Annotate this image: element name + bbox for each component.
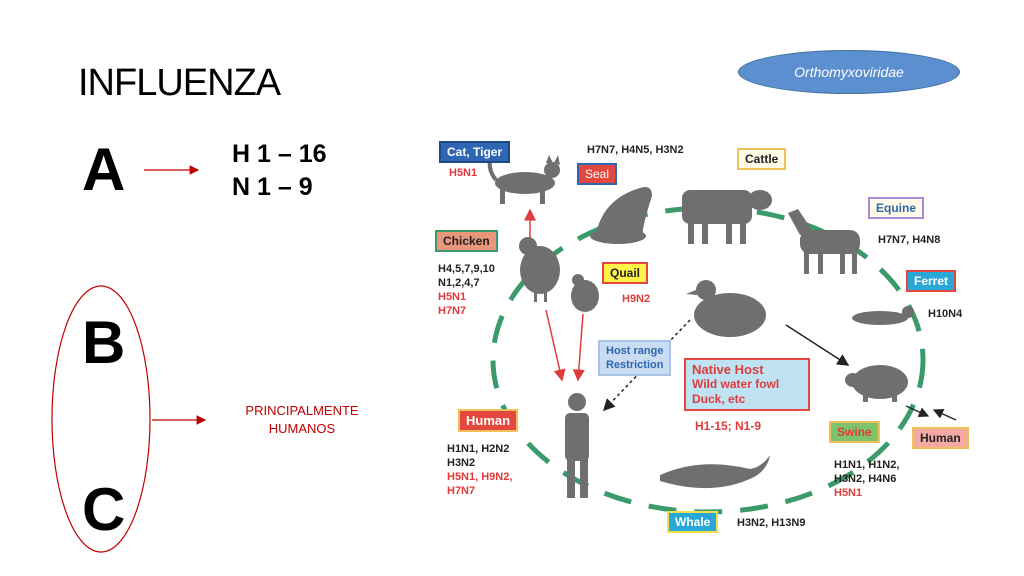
native-host-title: Native Host [692,362,764,377]
quail-subtypes: H9N2 [622,293,651,305]
whale-silhouette [660,455,770,489]
chicken-subtypes: H4,5,7,9,10 N1,2,4,7 H5N1 H7N7 [438,262,495,318]
type-a-letter: A [82,136,126,203]
subtype-ranges: H 1 – 16 N 1 – 9 [232,138,327,204]
cow-silhouette [682,190,772,244]
human-line-1: H1N1, H2N2 [447,443,510,455]
native-host-line-2: Wild water fowl [692,377,780,391]
family-badge-label: Orthomyxoviridae [794,64,904,80]
chicken-box: Chicken [435,230,498,252]
cattle-box: Cattle [737,148,787,170]
h-range: H 1 – 16 [232,140,327,168]
equine-box: Equine [868,197,925,219]
left-annotations [51,165,207,553]
principal-hosts-text: PRINCIPALMENTE HUMANOS [245,403,359,436]
duck-silhouette [686,280,766,337]
pig-silhouette [845,365,908,402]
human-line-3: H5N1, H9N2, [447,471,513,483]
whale-box: Whale [667,511,719,533]
chicken-line-1: H4,5,7,9,10 [438,263,495,275]
ferret-silhouette [852,306,914,325]
arrow-duck-swine [785,324,850,366]
n-range: N 1 – 9 [232,173,313,201]
slide-title: INFLUENZA [78,62,281,104]
seal-subtypes: H7N7, H4N5, H3N2 [587,144,684,156]
swine-line-3: H5N1 [834,487,863,499]
swine-line-1: H1N1, H1N2, [834,459,900,471]
ferret-box: Ferret [906,270,957,292]
type-c-letter: C [82,476,126,543]
human-box-2: Human [912,427,969,449]
human-line-4: H7N7 [447,485,476,497]
horse-silhouette [788,209,860,274]
arrow-swine-human [905,405,930,417]
ferret-subtypes: H10N4 [928,308,963,320]
human-silhouette [565,393,589,498]
swine-subtypes: H1N1, H1N2, H3N2, H4N6 H5N1 [834,458,899,500]
arrow-human-swine [932,409,957,421]
arrow-chicken-human [545,309,566,382]
swine-box: Swine [829,421,880,443]
human-line-2: H3N2 [447,457,476,469]
chicken-line-4: H7N7 [438,305,467,317]
human-box: Human [458,409,519,432]
quail-box: Quail [602,262,649,284]
human-subtypes: H1N1, H2N2 H3N2 H5N1, H9N2, H7N7 [447,442,512,498]
host-range-line-1: Host range [606,345,664,357]
host-range-box: Host range Restriction [598,340,672,376]
equine-subtypes: H7N7, H4N8 [878,234,941,246]
family-badge: Orthomyxoviridae [738,50,960,94]
cat-tiger-box: Cat, Tiger [439,141,511,163]
seal-silhouette [590,187,652,244]
quail-silhouette [571,274,599,312]
chicken-line-3: H5N1 [438,291,467,303]
chicken-silhouette [519,237,560,302]
seal-box: Seal [577,163,618,185]
arrow-quail-human [572,313,585,382]
chicken-line-2: N1,2,4,7 [438,277,480,289]
native-host-line-3: Duck, etc [692,392,746,406]
type-b-letter: B [82,309,126,376]
swine-line-2: H3N2, H4N6 [834,473,897,485]
native-host-box: Native Host Wild water fowl Duck, etc [684,358,810,411]
cat-silhouette [487,153,560,204]
cat-subtypes: H5N1 [449,167,478,179]
whale-subtypes: H3N2, H13N9 [737,517,806,529]
bc-ellipse [51,285,151,553]
native-host-subtypes: H1-15; N1-9 [695,419,762,433]
host-range-line-2: Restriction [606,359,664,371]
